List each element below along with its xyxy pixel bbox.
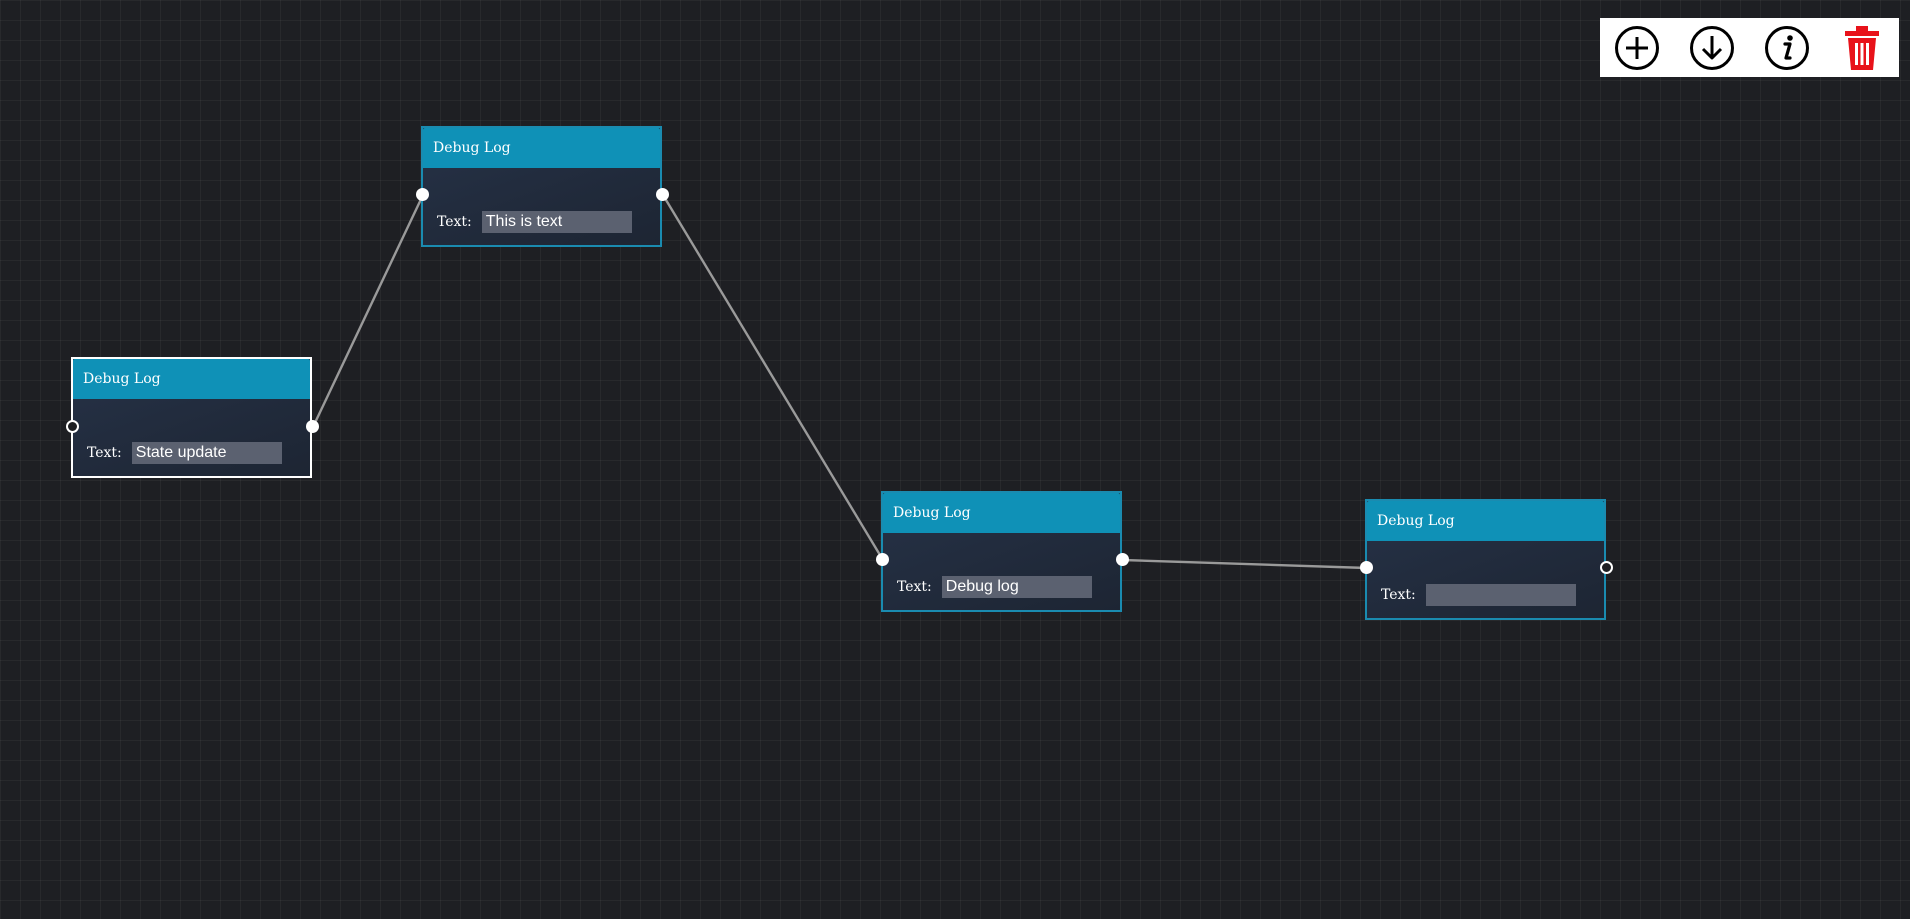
- text-field-label: Text:: [1381, 587, 1416, 603]
- wire-state-update-to-this-is-text: [311, 194, 425, 428]
- output-port[interactable]: [306, 420, 319, 433]
- node-title[interactable]: Debug Log: [73, 359, 310, 399]
- text-field-label: Text:: [897, 579, 932, 595]
- download-button[interactable]: [1687, 23, 1737, 73]
- wire-debug-log-to-empty-node: [1122, 558, 1368, 570]
- output-port[interactable]: [1116, 553, 1129, 566]
- text-input[interactable]: [131, 442, 282, 464]
- text-input[interactable]: [1425, 584, 1576, 606]
- add-node-button[interactable]: [1612, 23, 1662, 73]
- debug-log-node[interactable]: Debug Log Text:: [421, 126, 662, 247]
- arrow-down-circle-icon: [1690, 25, 1735, 70]
- debug-log-node[interactable]: Debug Log Text:: [1365, 499, 1606, 620]
- trash-icon: [1844, 25, 1879, 70]
- info-button[interactable]: [1762, 23, 1812, 73]
- output-port[interactable]: [656, 188, 669, 201]
- text-field-label: Text:: [87, 445, 122, 461]
- input-port[interactable]: [66, 420, 79, 433]
- wire-this-is-text-to-debug-log: [661, 194, 885, 561]
- debug-log-node[interactable]: Debug Log Text:: [71, 357, 312, 478]
- toolbar: [1600, 18, 1899, 77]
- debug-log-node[interactable]: Debug Log Text:: [881, 491, 1122, 612]
- plus-circle-icon: [1615, 25, 1660, 70]
- node-title[interactable]: Debug Log: [1367, 501, 1604, 541]
- text-input[interactable]: [481, 211, 632, 233]
- node-title[interactable]: Debug Log: [883, 493, 1120, 533]
- text-input[interactable]: [941, 576, 1092, 598]
- input-port[interactable]: [1360, 561, 1373, 574]
- info-circle-icon: [1764, 25, 1809, 70]
- text-field-label: Text:: [437, 214, 472, 230]
- input-port[interactable]: [416, 188, 429, 201]
- node-title[interactable]: Debug Log: [423, 128, 660, 168]
- output-port[interactable]: [1600, 561, 1613, 574]
- delete-button[interactable]: [1837, 23, 1887, 73]
- input-port[interactable]: [876, 553, 889, 566]
